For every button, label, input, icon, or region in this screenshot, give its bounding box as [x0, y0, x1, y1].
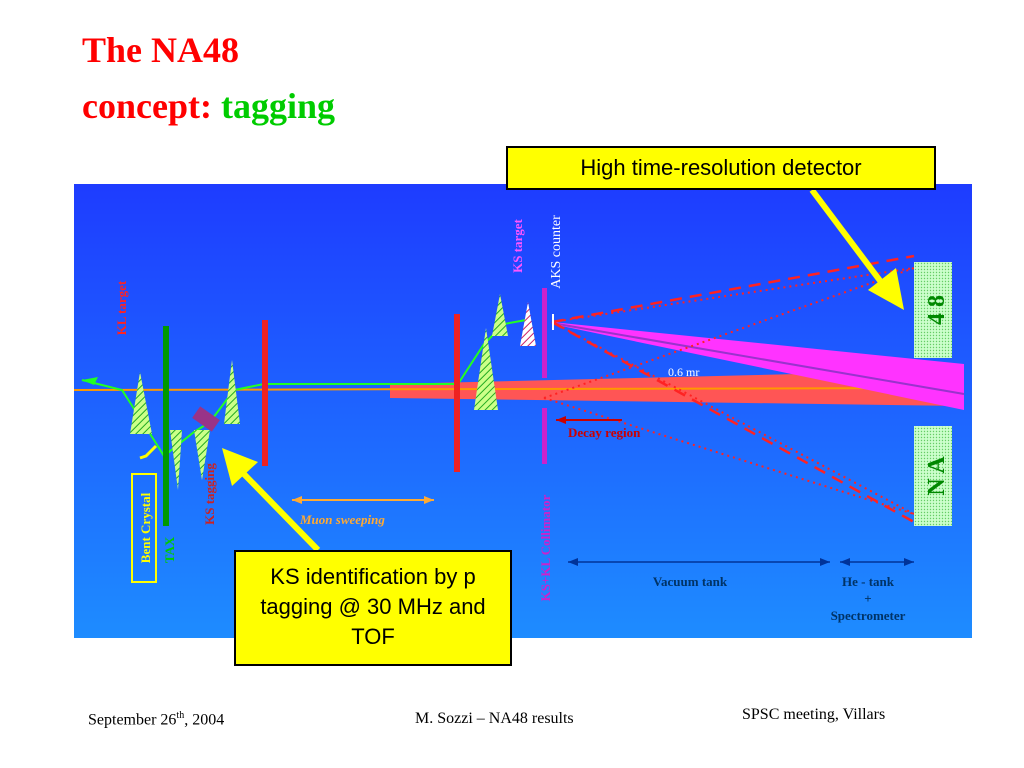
acceptance-dotted	[543, 267, 915, 515]
he-tank-plus: +	[864, 591, 871, 606]
decay-region-label: Decay region	[568, 425, 641, 440]
tax-label: TAX	[162, 536, 177, 563]
kl-target-label: KL target	[114, 280, 129, 335]
bent-crystal-box	[131, 473, 157, 583]
vacuum-tank-label: Vacuum tank	[653, 574, 728, 589]
collimator-label: KS+KL Collimator	[538, 494, 553, 601]
angle-label: 0.6 mr	[668, 365, 699, 379]
footer-date: September 26th, 2004	[88, 710, 225, 729]
na48-box-upper	[914, 262, 952, 358]
magnet	[194, 430, 210, 480]
ks-target	[520, 302, 536, 346]
ks-tagging-label: KS tagging	[202, 463, 217, 525]
beam-arrow	[82, 377, 98, 385]
slide-title-line1: The NA48	[82, 30, 240, 70]
aks-counter-label: AKS counter	[549, 215, 564, 289]
footer-meeting: SPSC meeting, Villars	[742, 706, 886, 723]
collimator-upper	[542, 288, 547, 378]
beamline-diagram: 4 8 N A KL target KS target AKS counter …	[74, 184, 972, 638]
magnet	[224, 360, 240, 424]
callout-detector: High time-resolution detector	[506, 146, 936, 190]
bottom-callout-arrow	[237, 467, 321, 553]
beam-axis	[74, 387, 965, 391]
top-callout-arrow	[809, 188, 887, 288]
footer-author: M. Sozzi – NA48 results	[415, 710, 574, 727]
title-prefix: concept:	[82, 86, 221, 126]
title-highlight: tagging	[220, 86, 335, 126]
sweeping-magnet	[454, 314, 460, 472]
bent-crystal	[139, 444, 158, 460]
muon-sweeping-label: Muon sweeping	[299, 512, 385, 527]
magnet	[130, 372, 152, 434]
ks-tagging-station	[192, 406, 220, 432]
magnet	[170, 430, 182, 490]
bent-crystal-label: Bent Crystal	[138, 492, 153, 563]
ks-target-label: KS target	[510, 218, 525, 272]
ks-beam-axis	[551, 322, 965, 395]
slide-title-line2: concept: tagging	[82, 86, 335, 126]
spectrometer-label: Spectrometer	[831, 608, 906, 623]
na48-label-upper: 4 8	[924, 295, 950, 325]
callout-ks-identification: KS identification by p tagging @ 30 MHz …	[234, 550, 512, 666]
he-tank-label: He - tank	[842, 574, 895, 589]
sweeping-magnet	[262, 320, 268, 466]
na48-label-lower: N A	[924, 456, 950, 496]
ks-beam	[552, 322, 964, 410]
na48-box-lower	[914, 426, 952, 526]
acceptance-lines	[551, 254, 915, 524]
magnet	[474, 328, 498, 410]
collimator-lower	[542, 408, 547, 464]
tax-absorber	[163, 326, 169, 526]
aks-counter	[552, 314, 554, 330]
magnet	[492, 294, 508, 336]
